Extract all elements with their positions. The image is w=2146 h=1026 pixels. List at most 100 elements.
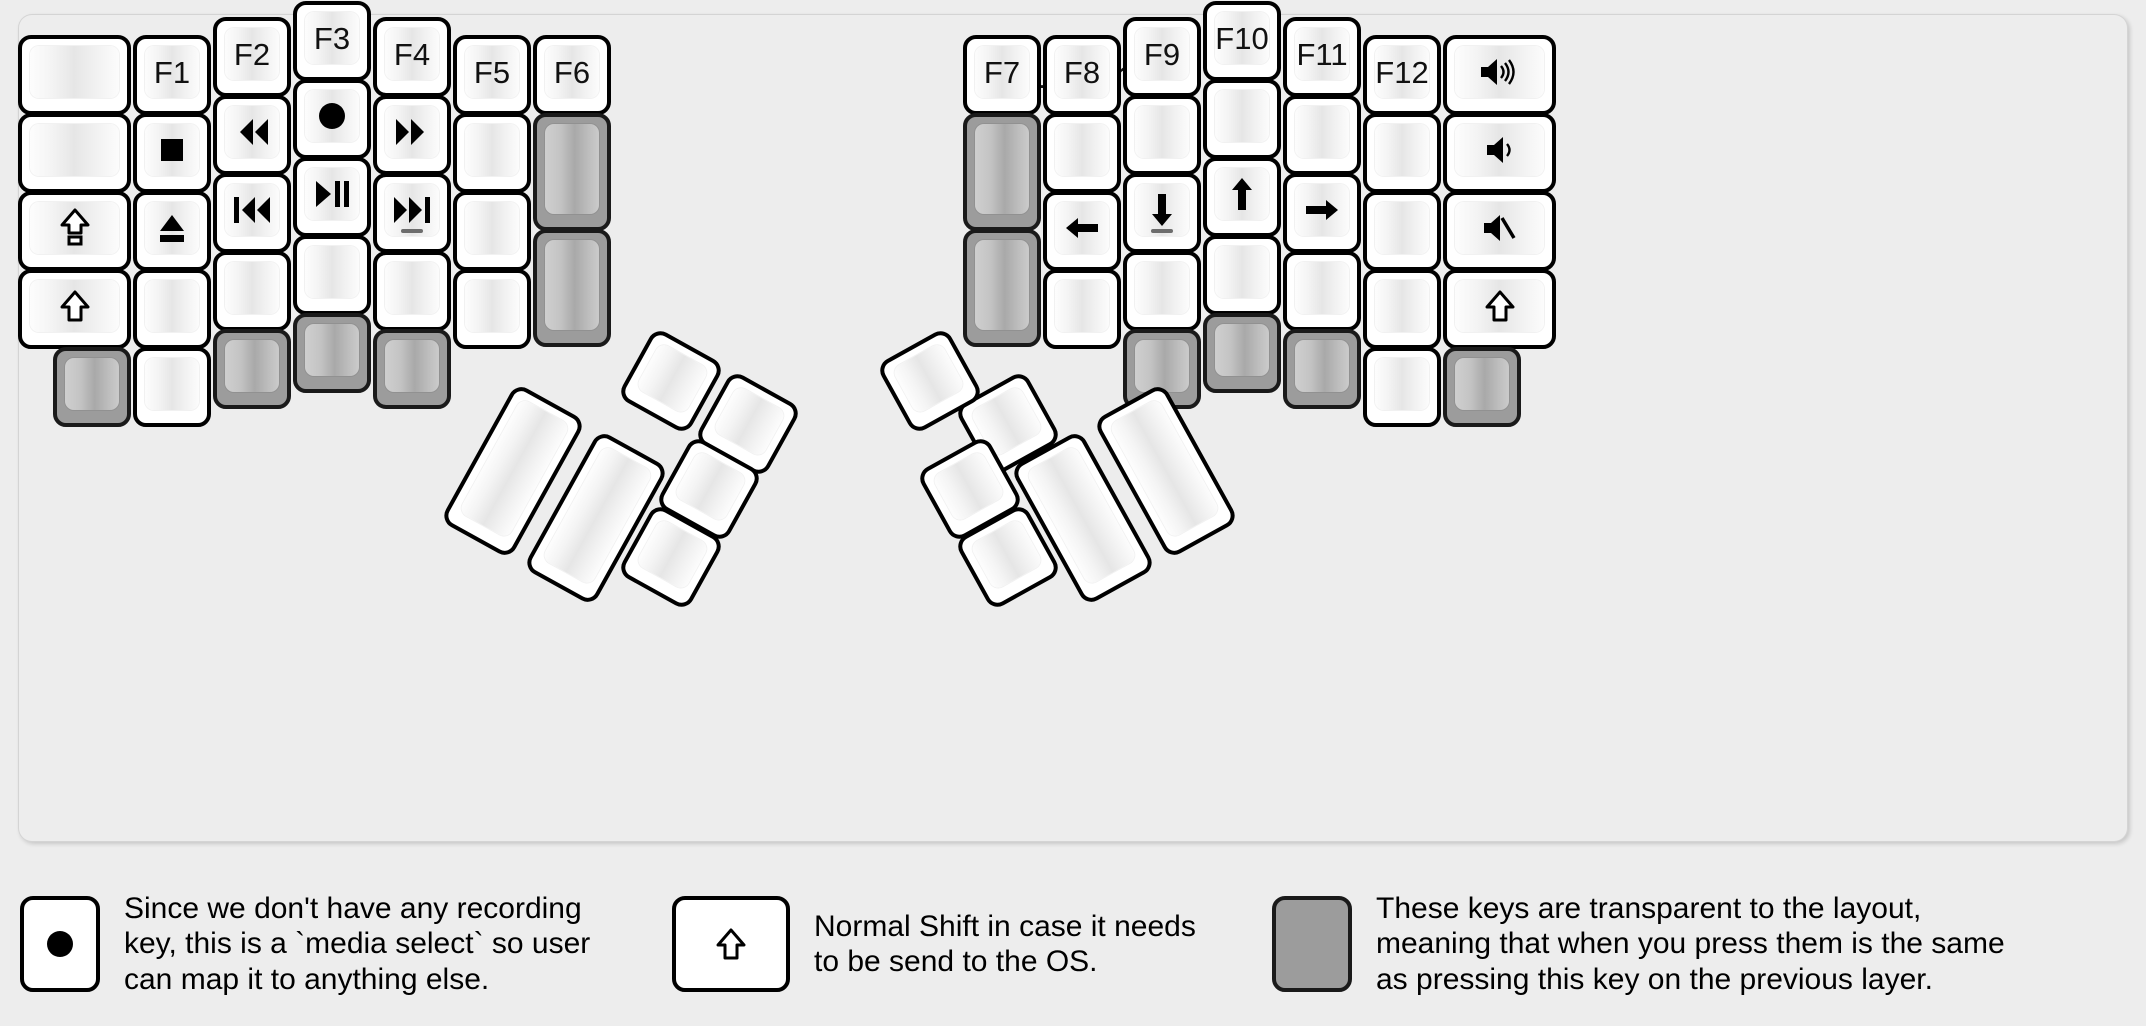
key-media-eject[interactable]	[133, 191, 211, 271]
keycap-surface: F3	[305, 12, 359, 64]
keycap-surface	[145, 124, 199, 176]
key-f3[interactable]: F3	[293, 1, 371, 81]
key-blank[interactable]	[1203, 235, 1281, 315]
legend-normal-shift-text: Normal Shift in case it needs to be send…	[814, 909, 1196, 978]
key-f6[interactable]: F6	[533, 35, 611, 115]
key-blank[interactable]	[1363, 113, 1441, 193]
key-label: F9	[1143, 36, 1181, 72]
keycap-surface: F9	[1135, 28, 1189, 80]
key-label: F11	[1296, 36, 1348, 72]
key-transparent[interactable]	[963, 113, 1041, 231]
key-media-rewind[interactable]	[213, 95, 291, 175]
keycap-surface	[635, 518, 710, 591]
key-label: F10	[1215, 20, 1269, 56]
keycap-surface	[465, 202, 519, 254]
key-label: F6	[553, 54, 591, 90]
key-blank[interactable]	[293, 235, 371, 315]
key-transparent[interactable]	[533, 229, 611, 347]
legend-transparent-keys-sample-key	[1272, 896, 1352, 992]
key-blank[interactable]	[18, 113, 131, 193]
keycap-surface	[225, 106, 279, 158]
key-blank[interactable]	[453, 269, 531, 349]
key-volume-down[interactable]	[1443, 113, 1556, 193]
key-blank[interactable]	[133, 347, 211, 427]
key-blank[interactable]	[1043, 269, 1121, 349]
key-f9[interactable]: F9	[1123, 17, 1201, 97]
key-transparent[interactable]	[53, 347, 131, 427]
caps-lock-icon	[60, 208, 90, 248]
keycap-surface	[1455, 358, 1509, 410]
key-transparent[interactable]	[293, 313, 371, 393]
key-volume-mute[interactable]	[1443, 191, 1556, 271]
key-caps-lock[interactable]	[18, 191, 131, 271]
key-f7[interactable]: F7	[963, 35, 1041, 115]
key-blank[interactable]	[1203, 79, 1281, 159]
key-media-stop[interactable]	[133, 113, 211, 193]
key-f10[interactable]: F10	[1203, 1, 1281, 81]
key-blank[interactable]	[213, 251, 291, 331]
key-volume-up[interactable]	[1443, 35, 1556, 115]
key-arrow-right[interactable]	[1283, 173, 1361, 253]
key-blank[interactable]	[1123, 95, 1201, 175]
key-blank[interactable]	[1283, 95, 1361, 175]
key-media-ff[interactable]	[373, 95, 451, 175]
key-blank[interactable]	[1043, 113, 1121, 193]
keycap-surface	[1135, 262, 1189, 314]
keycap-surface	[385, 106, 439, 158]
key-f8[interactable]: F8	[1043, 35, 1121, 115]
key-media-next[interactable]	[373, 173, 451, 253]
key-shift[interactable]	[1443, 269, 1556, 349]
key-blank[interactable]	[1363, 347, 1441, 427]
keycap-surface	[30, 124, 119, 176]
keycap-surface	[975, 240, 1029, 330]
key-media-record[interactable]	[293, 79, 371, 159]
key-transparent[interactable]	[1283, 329, 1361, 409]
key-transparent[interactable]	[373, 329, 451, 409]
key-blank[interactable]	[1363, 191, 1441, 271]
key-arrow-up[interactable]	[1203, 157, 1281, 237]
key-transparent[interactable]	[213, 329, 291, 409]
keycap-surface	[385, 184, 439, 236]
key-blank[interactable]	[18, 35, 131, 115]
key-f4[interactable]: F4	[373, 17, 451, 97]
key-transparent[interactable]	[1443, 347, 1521, 427]
key-blank[interactable]	[453, 191, 531, 271]
key-f11[interactable]: F11	[1283, 17, 1361, 97]
key-f1[interactable]: F1	[133, 35, 211, 115]
key-f2[interactable]: F2	[213, 17, 291, 97]
key-label: F8	[1063, 54, 1101, 90]
media-record-icon	[45, 929, 75, 959]
key-f12[interactable]: F12	[1363, 35, 1441, 115]
legend-normal-shift: Normal Shift in case it needs to be send…	[672, 862, 1196, 1026]
key-arrow-left[interactable]	[1043, 191, 1121, 271]
key-blank[interactable]	[373, 251, 451, 331]
key-transparent[interactable]	[963, 229, 1041, 347]
keycap-surface	[1295, 106, 1349, 158]
legend-transparent-keys: These keys are transparent to the layout…	[1272, 862, 2005, 1026]
keycap-surface	[1055, 124, 1109, 176]
key-blank[interactable]	[1123, 251, 1201, 331]
media-eject-icon	[157, 212, 187, 245]
keycap-surface	[975, 124, 1029, 214]
key-media-playpause[interactable]	[293, 157, 371, 237]
key-blank[interactable]	[453, 113, 531, 193]
keycap-surface	[65, 358, 119, 410]
key-blank[interactable]	[133, 269, 211, 349]
key-label: F5	[473, 54, 511, 90]
media-stop-icon	[157, 135, 187, 165]
key-transparent[interactable]	[1203, 313, 1281, 393]
key-arrow-down[interactable]	[1123, 173, 1201, 253]
keycap-surface	[305, 246, 359, 298]
key-transparent[interactable]	[533, 113, 611, 231]
keycap-surface	[225, 184, 279, 236]
shift-icon	[716, 928, 746, 961]
key-f5[interactable]: F5	[453, 35, 531, 115]
key-blank[interactable]	[1283, 251, 1361, 331]
volume-down-icon	[1485, 134, 1515, 166]
keycap-surface: F10	[1215, 12, 1269, 64]
key-shift[interactable]	[18, 269, 131, 349]
keycap-surface	[1375, 358, 1429, 410]
key-blank[interactable]	[1363, 269, 1441, 349]
key-media-prev[interactable]	[213, 173, 291, 253]
keycap-surface	[1375, 280, 1429, 332]
